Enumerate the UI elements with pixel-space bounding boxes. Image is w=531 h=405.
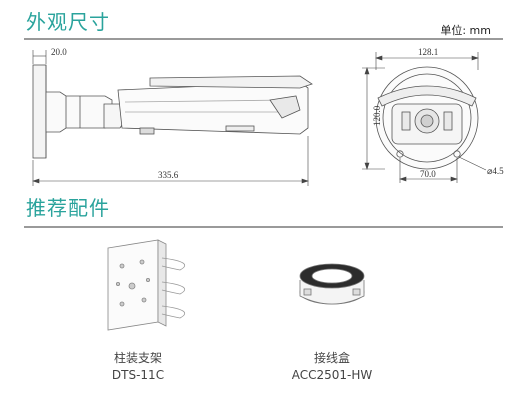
- accessory-name: 柱装支架: [113, 351, 162, 365]
- pole-mount-bracket-image: [107, 239, 185, 331]
- junction-box-image: [299, 263, 365, 305]
- dimensions-title: 外观尺寸: [26, 10, 110, 34]
- accessory-caption-bracket: 柱装支架 DTS-11C: [88, 350, 188, 384]
- unit-label: 单位: mm: [440, 24, 491, 37]
- accessories-title: 推荐配件: [26, 196, 110, 220]
- dim-total-length: 335.6: [158, 170, 179, 180]
- accessory-name: 接线盒: [313, 351, 350, 365]
- section-divider-bottom: [24, 226, 503, 228]
- dim-hole-spacing: 70.0: [420, 169, 436, 179]
- section-divider-top: [24, 38, 503, 40]
- mount-hole-left: [396, 150, 404, 158]
- front-sun-shield: [377, 85, 477, 107]
- mount-arm: [45, 91, 113, 133]
- sun-shield: [149, 75, 313, 89]
- mount-hole-right: [453, 150, 461, 158]
- dim-front-width: 128.1: [418, 47, 438, 57]
- side-view: [32, 64, 313, 159]
- dim-mount-width: 20.0: [51, 47, 67, 57]
- accessory-model: ACC2501-HW: [291, 368, 373, 382]
- dim-hole-diameter: ⌀4.5: [487, 166, 504, 176]
- accessory-caption-junction-box: 接线盒 ACC2501-HW: [272, 350, 392, 384]
- front-view: [375, 66, 479, 170]
- wall-plate: [32, 64, 47, 159]
- dim-front-height: 120.0: [372, 105, 382, 126]
- accessory-model: DTS-11C: [111, 368, 165, 382]
